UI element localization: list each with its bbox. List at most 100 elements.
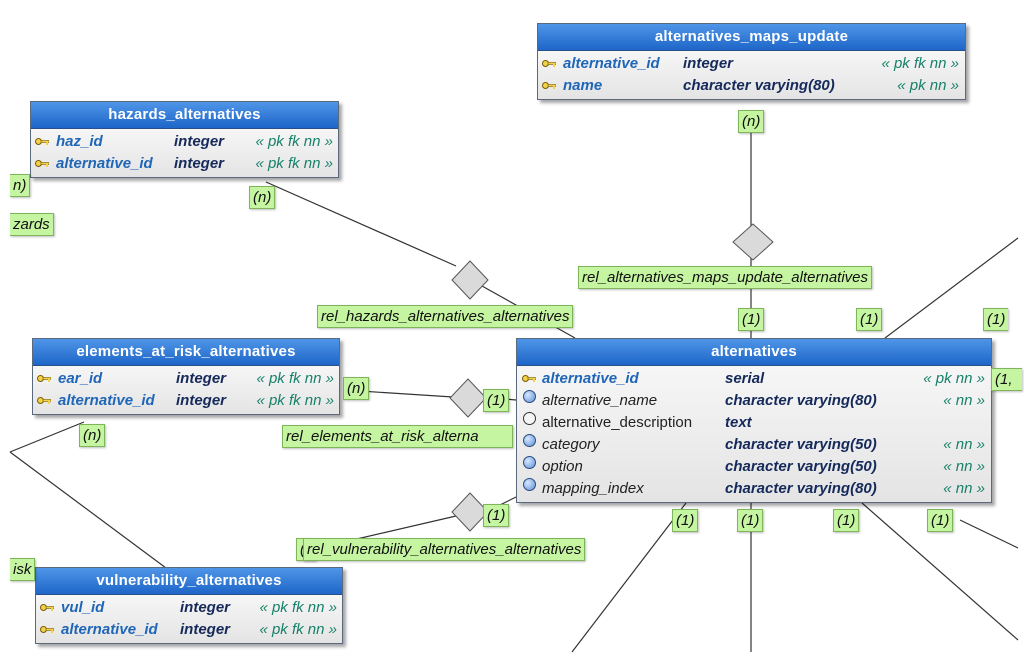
filled-circle-icon [523, 478, 536, 491]
cardinality-label: (1) [672, 509, 699, 532]
cardinality-label: (1) [738, 308, 765, 331]
field-constraints: « nn » [943, 436, 985, 453]
field-name: haz_id [56, 133, 103, 150]
relationship-label-hazards[interactable]: rel_hazards_alternatives_alternatives [317, 305, 574, 328]
table-title: elements_at_risk_alternatives [33, 339, 339, 366]
field-name: alternative_description [542, 414, 693, 431]
diamond-icon [449, 378, 487, 418]
partial-label-elements: isk [10, 558, 36, 581]
line-bottom-3 [861, 502, 1019, 641]
field-type: character varying(50) [725, 436, 877, 453]
line-bottom-1 [571, 502, 687, 653]
field-row[interactable]: ear_id integer « pk fk nn » [33, 368, 339, 390]
field-row[interactable]: alternative_name character varying(80) «… [517, 390, 991, 412]
field-row[interactable]: name character varying(80) « pk nn » [538, 75, 965, 97]
table-title: vulnerability_alternatives [36, 568, 342, 595]
table-elements-at-risk-alternatives[interactable]: elements_at_risk_alternatives ear_id int… [32, 338, 340, 415]
field-constraints: « nn » [943, 458, 985, 475]
field-constraints: « pk fk nn » [256, 370, 334, 387]
field-row[interactable]: alternative_id serial « pk nn » [517, 368, 991, 390]
field-constraints: « nn » [943, 392, 985, 409]
cardinality-label: (n) [79, 424, 106, 447]
cardinality-label: n) [10, 174, 31, 197]
field-row[interactable]: vul_id integer « pk fk nn » [36, 597, 342, 619]
diamond-icon [732, 223, 774, 261]
field-name: mapping_index [542, 480, 644, 497]
field-constraints: « pk nn » [923, 370, 985, 387]
field-constraints: « pk fk nn » [881, 55, 959, 72]
field-name: alternative_name [542, 392, 658, 409]
key-icon [522, 375, 536, 382]
key-icon [37, 375, 51, 382]
table-hazards-alternatives[interactable]: hazards_alternatives haz_id integer « pk… [30, 101, 339, 178]
field-type: integer [176, 392, 227, 409]
field-type: serial [725, 370, 765, 387]
field-name: ear_id [58, 370, 103, 387]
empty-circle-icon [523, 412, 536, 425]
table-alternatives[interactable]: alternatives alternative_id serial « pk … [516, 338, 992, 503]
field-row[interactable]: alternative_id integer « pk fk nn » [31, 153, 338, 175]
key-icon [40, 604, 54, 611]
field-type: integer [174, 133, 225, 150]
field-row[interactable]: alternative_id integer « pk fk nn » [36, 619, 342, 641]
cardinality-label: (n) [343, 377, 370, 400]
field-type: integer [180, 621, 231, 638]
table-title: alternatives [517, 339, 991, 366]
key-icon [37, 397, 51, 404]
partial-label-hazards: zards [10, 213, 54, 236]
field-name: alternative_id [542, 370, 639, 387]
key-icon [35, 138, 49, 145]
field-row[interactable]: option character varying(50) « nn » [517, 456, 991, 478]
field-name: category [542, 436, 600, 453]
field-row[interactable]: category character varying(50) « nn » [517, 434, 991, 456]
relationship-label-elements[interactable]: rel_elements_at_risk_alterna [282, 425, 513, 448]
field-name: alternative_id [58, 392, 155, 409]
cardinality-label: (1) [483, 504, 510, 527]
cardinality-label: (1) [483, 389, 510, 412]
field-row[interactable]: mapping_index character varying(80) « nn… [517, 478, 991, 500]
field-type: character varying(80) [725, 480, 877, 497]
diamond-icon [451, 492, 489, 532]
relationship-label-maps-update[interactable]: rel_alternatives_maps_update_alternative… [578, 266, 873, 289]
line-left-1 [9, 421, 85, 453]
key-icon [542, 82, 556, 89]
field-constraints: « pk fk nn » [255, 133, 333, 150]
line-hazards [265, 181, 457, 267]
filled-circle-icon [523, 390, 536, 403]
cardinality-label: (1, [991, 368, 1022, 391]
field-constraints: « pk fk nn » [255, 155, 333, 172]
cardinality-label: (1) [856, 308, 883, 331]
field-type: text [725, 414, 752, 431]
field-row[interactable]: alternative_id integer « pk fk nn » [33, 390, 339, 412]
field-name: option [542, 458, 583, 475]
filled-circle-icon [523, 456, 536, 469]
field-type: integer [180, 599, 231, 616]
field-name: alternative_id [61, 621, 158, 638]
key-icon [542, 60, 556, 67]
field-row[interactable]: alternative_id integer « pk fk nn » [538, 53, 965, 75]
field-type: character varying(80) [683, 77, 835, 94]
field-type: integer [174, 155, 225, 172]
field-type: integer [176, 370, 227, 387]
field-constraints: « nn » [943, 480, 985, 497]
field-row[interactable]: alternative_description text [517, 412, 991, 434]
relationship-label-vulnerability[interactable]: rel_vulnerability_alternatives_alternati… [303, 538, 586, 561]
cardinality-label: (1) [737, 509, 764, 532]
filled-circle-icon [523, 434, 536, 447]
field-constraints: « pk fk nn » [256, 392, 334, 409]
field-constraints: « pk fk nn » [259, 621, 337, 638]
table-alternatives-maps-update[interactable]: alternatives_maps_update alternative_id … [537, 23, 966, 100]
cardinality-label: (n) [249, 186, 276, 209]
field-row[interactable]: haz_id integer « pk fk nn » [31, 131, 338, 153]
field-type: character varying(80) [725, 392, 877, 409]
line-left-2 [9, 451, 167, 569]
field-name: alternative_id [56, 155, 153, 172]
field-name: vul_id [61, 599, 105, 616]
line-bottom-4 [959, 519, 1019, 549]
key-icon [35, 160, 49, 167]
table-title: alternatives_maps_update [538, 24, 965, 51]
table-title: hazards_alternatives [31, 102, 338, 129]
field-type: character varying(50) [725, 458, 877, 475]
table-vulnerability-alternatives[interactable]: vulnerability_alternatives vul_id intege… [35, 567, 343, 644]
